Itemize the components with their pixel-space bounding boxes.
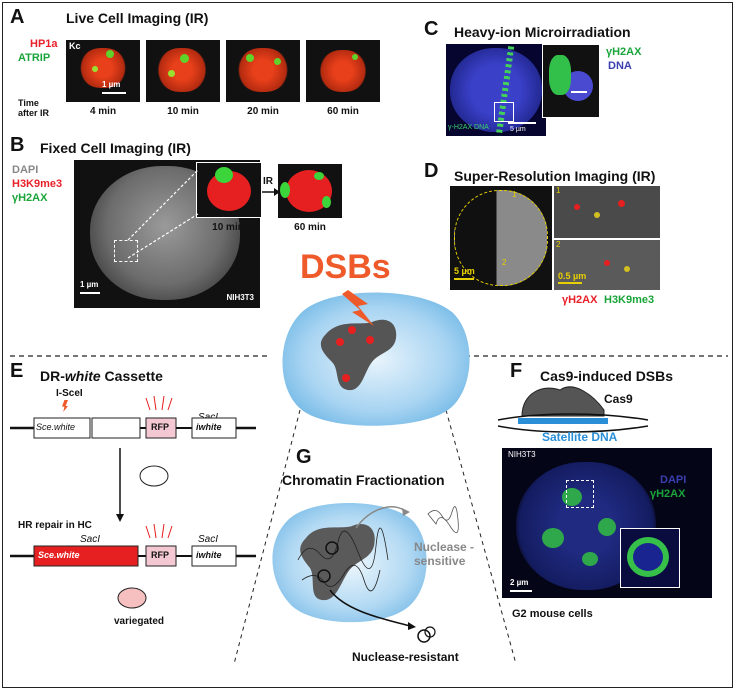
- time-10min: 10 min: [167, 106, 199, 117]
- scale-d1-label: 5 µm: [454, 266, 475, 276]
- microirradiation-image: γ-H2AX DNA 5 µm: [446, 44, 546, 136]
- time-b-10min: 10 min: [212, 222, 244, 233]
- scale-bar-f: [510, 590, 532, 592]
- legend-dna-c: DNA: [608, 60, 632, 72]
- zoom-inset-60min: [278, 164, 342, 218]
- scale-bar-b: [80, 292, 100, 294]
- dsbs-title: DSBs: [300, 248, 391, 286]
- time-20min: 20 min: [247, 106, 279, 117]
- panel-d-label: D: [424, 160, 439, 182]
- scale-c-label: 5 µm: [510, 126, 526, 133]
- variegated-label: variegated: [114, 616, 165, 627]
- legend-gh2ax-f: γH2AX: [650, 488, 686, 500]
- legend-dapi-b: DAPI: [12, 164, 39, 176]
- panel-f-label: F: [510, 360, 523, 382]
- saci-label-3: SacI: [198, 534, 219, 545]
- scale-bar-c: [508, 122, 536, 124]
- nuclease-sensitive-label: Nuclease -sensitive: [414, 540, 475, 568]
- inset-2-marker-d: 2: [502, 258, 507, 267]
- panel-e-title: DR-white Cassette: [40, 368, 163, 384]
- cas9-inset: [620, 528, 680, 588]
- legend-h3k9me3-b: H3K9me3: [12, 178, 63, 190]
- time-b-60min: 60 min: [294, 222, 326, 233]
- zoom-inset-10min: [196, 162, 262, 218]
- panel-d-title: Super-Resolution Imaging (IR): [454, 168, 656, 184]
- panel-g-title: Chromatin Fractionation: [282, 472, 445, 488]
- cut-site-icon: [62, 400, 68, 412]
- scale-a-label: 1 µm: [102, 80, 121, 89]
- panel-e-label: E: [10, 360, 24, 382]
- hr-repair-label: HR repair in HC: [18, 520, 92, 531]
- panel-f-title: Cas9-induced DSBs: [540, 368, 674, 384]
- scale-d2-label: 0.5 µm: [558, 271, 587, 281]
- box-scewhite: Sce.white: [36, 422, 76, 432]
- zoom-box-f: [566, 480, 594, 508]
- time-4min: 4 min: [89, 106, 117, 117]
- live-cell-frame-4: [306, 40, 380, 102]
- legend-atrip: ATRIP: [18, 52, 51, 64]
- super-resolution-image: 1 2 5 µm: [450, 186, 552, 290]
- scale-bar-d1: [454, 278, 474, 280]
- scale-b-label: 1 µm: [80, 280, 99, 289]
- scale-bar-a: [102, 92, 126, 94]
- legend-hp1a: HP1a: [30, 38, 58, 50]
- box-iwhite-repaired: iwhite: [196, 550, 222, 560]
- zoom-box-c: [494, 102, 514, 122]
- box-rfp-repaired: RFP: [151, 550, 169, 560]
- scale-bar-d2: [558, 282, 582, 284]
- legend-h3k9me3-d: H3K9me3: [604, 294, 655, 306]
- panel-a-label: A: [10, 6, 25, 28]
- live-cell-frame-3: [226, 40, 300, 102]
- box-iwhite: iwhite: [196, 422, 222, 432]
- g2-caption: G2 mouse cells: [512, 608, 593, 620]
- kc-label: Kc: [69, 41, 81, 51]
- scale-f-label: 2 µm: [510, 578, 529, 587]
- saci-label-2: SacI: [80, 534, 101, 545]
- super-res-inset-1: 1: [554, 186, 660, 238]
- legend-gh2ax-b: γH2AX: [12, 192, 48, 204]
- panel-b-label: B: [10, 134, 25, 156]
- nuclease-resistant-label: Nuclease-resistant: [352, 650, 459, 664]
- legend-dapi-f: DAPI: [660, 474, 687, 486]
- cas9-label: Cas9: [604, 392, 633, 406]
- legend-gh2ax-c: γH2AX: [606, 46, 642, 58]
- box-scewhite-repaired: Sce.white: [38, 550, 80, 560]
- cas9-cell-image: NIH3T3 2 µm: [502, 448, 712, 598]
- panel-b-title: Fixed Cell Imaging (IR): [40, 140, 191, 156]
- live-cell-frame-1: Kc 1 µm: [66, 40, 140, 102]
- box-rfp: RFP: [151, 422, 169, 432]
- nih3t3-label-b: NIH3T3: [226, 293, 254, 302]
- live-cell-frame-2: [146, 40, 220, 102]
- super-res-inset-2: 2 0.5 µm: [554, 240, 660, 290]
- panel-c-title: Heavy-ion Microirradiation: [454, 24, 631, 40]
- panel-c-label: C: [424, 18, 439, 40]
- satellite-dna-label: Satellite DNA: [542, 430, 618, 444]
- microirradiation-inset: [542, 44, 600, 118]
- ir-arrow-label: IR: [263, 176, 273, 187]
- nih3t3-label-f: NIH3T3: [508, 450, 536, 459]
- panel-g-label: G: [296, 446, 312, 468]
- legend-gh2ax-d: γH2AX: [562, 294, 598, 306]
- zoom-box-b: [114, 240, 138, 262]
- time-60min: 60 min: [327, 106, 359, 117]
- panel-a-title: Live Cell Imaging (IR): [66, 10, 209, 26]
- time-after-ir-label: Time after IR: [18, 98, 50, 118]
- inner-label-c: γ-H2AX DNA: [448, 124, 489, 131]
- inset-1-marker-d: 1: [512, 190, 517, 199]
- i-scei-label: I-SceI: [56, 388, 83, 399]
